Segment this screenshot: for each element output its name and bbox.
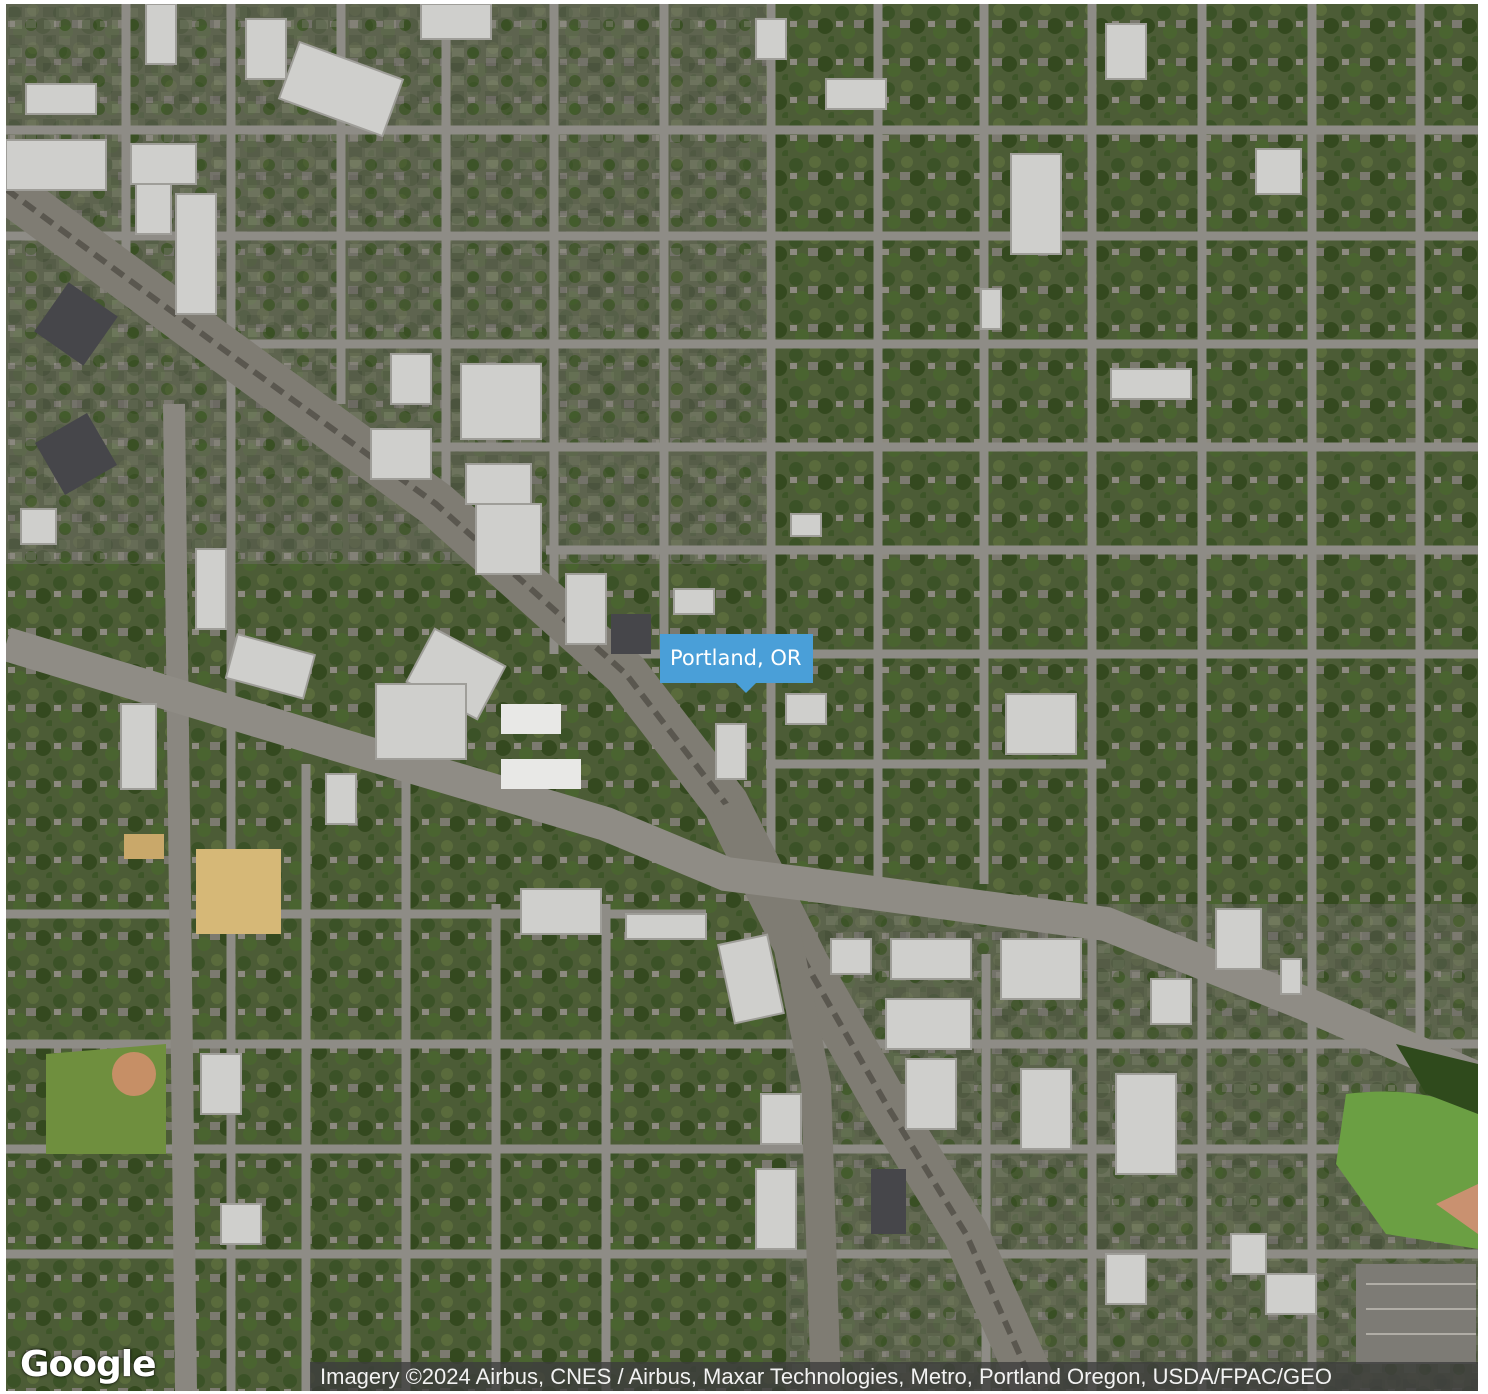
map-viewport[interactable]: Portland, OR Google: [6, 4, 1478, 1391]
google-logo: Google: [20, 1344, 157, 1385]
location-marker-label: Portland, OR: [670, 646, 802, 670]
location-marker[interactable]: Portland, OR: [660, 634, 814, 693]
satellite-imagery[interactable]: [6, 4, 1478, 1391]
imagery-attribution[interactable]: Imagery ©2024 Airbus, CNES / Airbus, Max…: [310, 1362, 1478, 1391]
